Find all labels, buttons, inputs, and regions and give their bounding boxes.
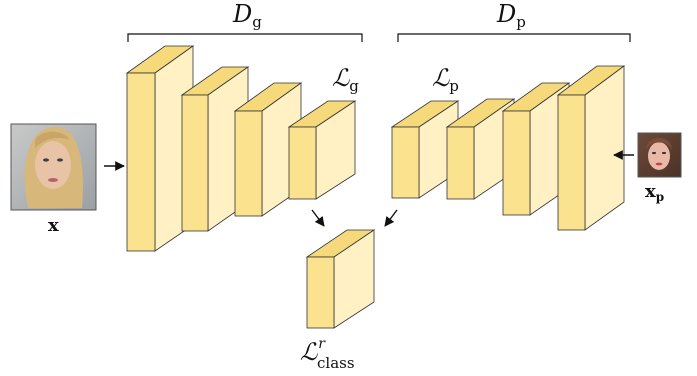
lg-label: ℒg [332,64,359,95]
arrow-dp-to-classifier [384,209,398,227]
x-label: x [48,215,59,236]
dg-label: Dg [232,0,262,31]
dp-label: Dp [496,0,526,31]
dp-layer-4 [556,65,626,231]
dp-bracket [397,33,631,42]
dg-layer-4 [287,100,357,200]
xp-label: xp [645,181,664,204]
classifier-layer [305,229,376,329]
input-face-image [10,123,97,211]
dg-bracket [127,33,363,42]
lp-label: ℒp [432,64,459,95]
target-face-image [637,132,682,178]
arrow-dg-to-classifier [311,209,325,227]
